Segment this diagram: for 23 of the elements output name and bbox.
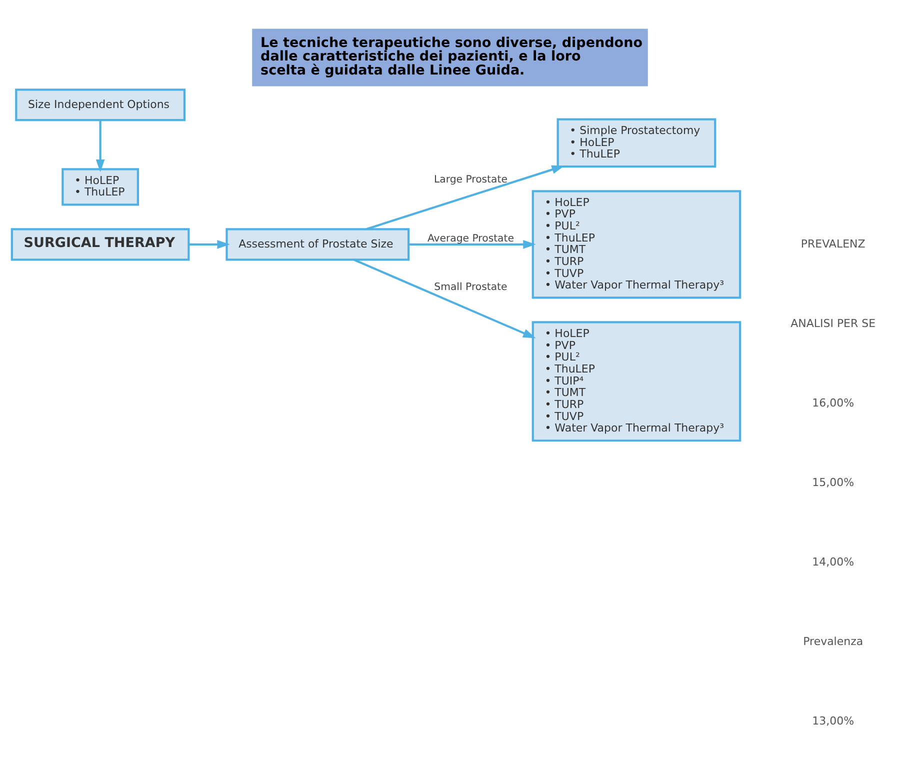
arrow <box>188 240 230 249</box>
node-box: Size Independent Options <box>15 88 186 122</box>
label: Prevalenza <box>803 634 864 648</box>
node-box: Assessment of Prostate Size <box>226 228 410 261</box>
node-box: SURGICAL THERAPY <box>10 228 190 261</box>
label: 14,00% <box>812 555 854 568</box>
edge-label: Large Prostate <box>434 174 508 186</box>
label: PREVALENZ <box>800 237 866 250</box>
label: ANALISI PER SE <box>790 316 876 330</box>
node-box: • HoLEP • ThuLEP <box>62 168 139 206</box>
label: 13,00% <box>812 714 854 728</box>
arrow <box>354 258 536 338</box>
node-box: • Simple Prostatectomy • HoLEP • ThuLEP <box>556 118 716 168</box>
arrow <box>366 165 564 230</box>
node-box: • HoLEP • PVP • PUL² • ThuLEP • TUIP⁴ • TUMT • TURP • TUVP • Water Vapor Thermal Therapy³ <box>532 321 742 442</box>
arrow <box>408 240 536 249</box>
label: 15,00% <box>812 476 854 489</box>
arrow <box>96 120 105 172</box>
diagram-title: Le tecniche terapeutiche sono diverse, dipendono dalle caratteristiche dei pazienti, e la loro scelta è guidata dalle Linee Guida. <box>260 35 643 78</box>
edge-label: Average Prostate <box>427 234 514 245</box>
edge-label: Small Prostate <box>434 282 508 293</box>
node-box: • HoLEP • PVP • PUL² • ThuLEP • TUMT • TURP • TUVP • Water Vapor Thermal Therapy³ <box>532 190 742 299</box>
label: 16,00% <box>812 396 854 410</box>
